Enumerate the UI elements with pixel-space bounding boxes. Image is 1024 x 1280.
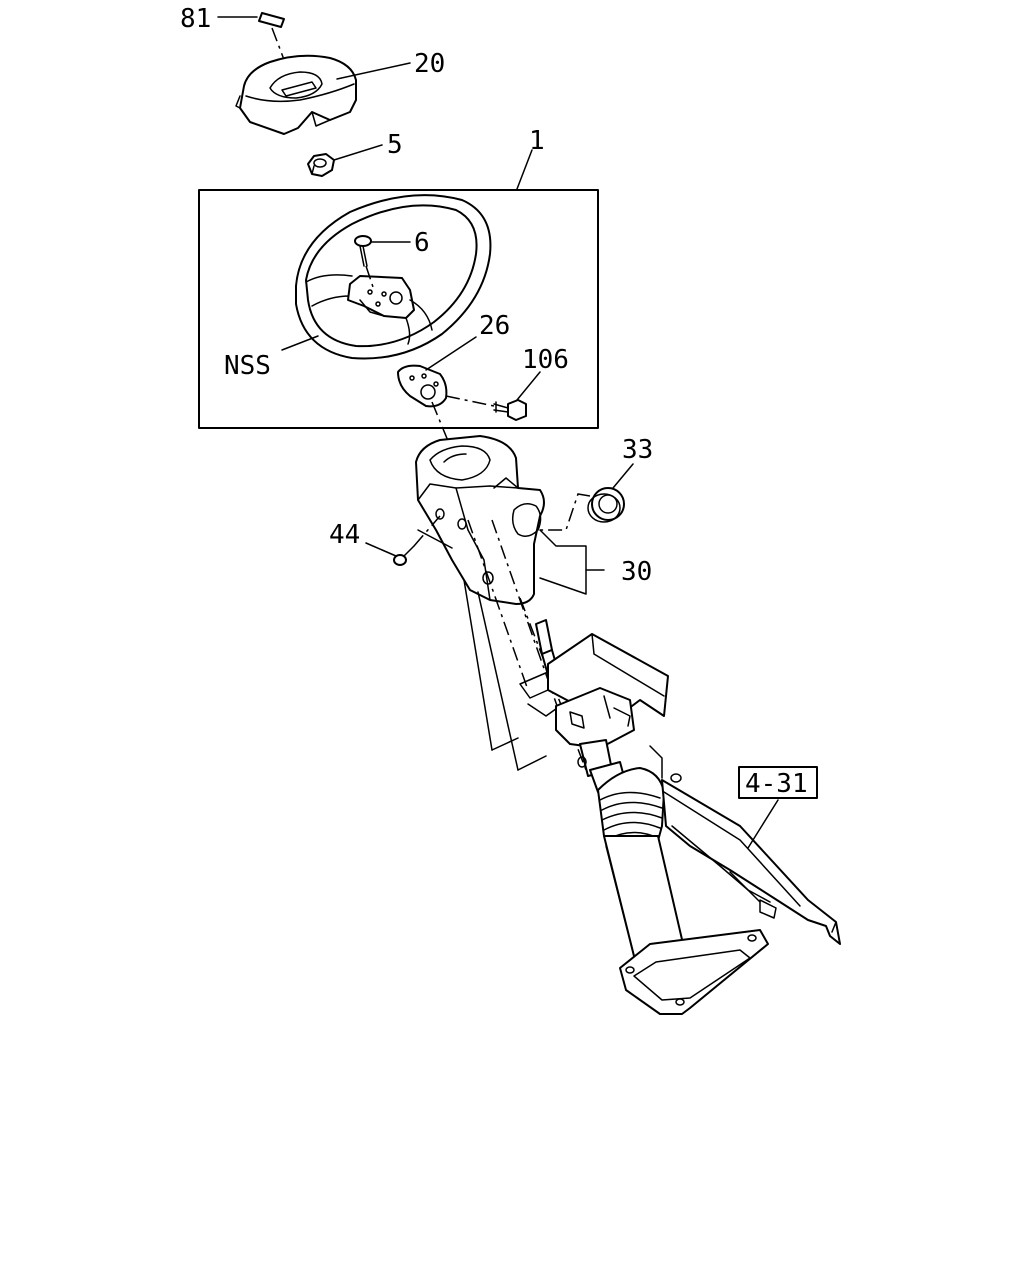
steering-wheel-assembly-box [198, 189, 599, 429]
part-5-nut [307, 153, 335, 177]
label-81: 81 [180, 4, 211, 34]
leader-nss [281, 335, 319, 351]
leader-33 [612, 463, 634, 489]
part-20-horn-cover [235, 54, 357, 135]
steering-wheel [295, 194, 492, 360]
label-ref-4-31: 4-31 [745, 769, 808, 799]
part-6-screw [354, 235, 372, 267]
part-26-hub-plate [397, 364, 448, 408]
part-30-column-cover [415, 435, 587, 605]
label-33: 33 [622, 435, 653, 465]
leader-1 [516, 149, 533, 190]
part-106-bolt [493, 399, 527, 421]
label-6: 6 [414, 228, 430, 258]
axis-44 [413, 515, 441, 547]
leader-4-31 [747, 799, 779, 849]
label-5: 5 [387, 130, 403, 160]
leader-106 [516, 371, 541, 401]
axis-81-20 [271, 27, 295, 87]
leader-20 [336, 62, 411, 80]
ref-box-4-31 [738, 766, 818, 799]
leader-5 [333, 144, 383, 161]
label-44: 44 [329, 520, 360, 550]
part-81-pin [258, 12, 285, 28]
label-30: 30 [621, 557, 652, 587]
part-44-screw [393, 545, 415, 566]
axis-106 [445, 395, 495, 407]
axis-6 [365, 265, 375, 291]
label-20: 20 [414, 49, 445, 79]
label-1: 1 [529, 126, 545, 156]
label-nss: NSS [224, 351, 271, 381]
label-106: 106 [522, 345, 569, 375]
part-33-bearing-ring [587, 487, 625, 523]
steering-column-assembly [519, 619, 841, 1015]
leader-26 [425, 336, 477, 371]
axis-33 [540, 493, 591, 531]
leader-44 [365, 542, 397, 557]
label-26: 26 [479, 311, 510, 341]
